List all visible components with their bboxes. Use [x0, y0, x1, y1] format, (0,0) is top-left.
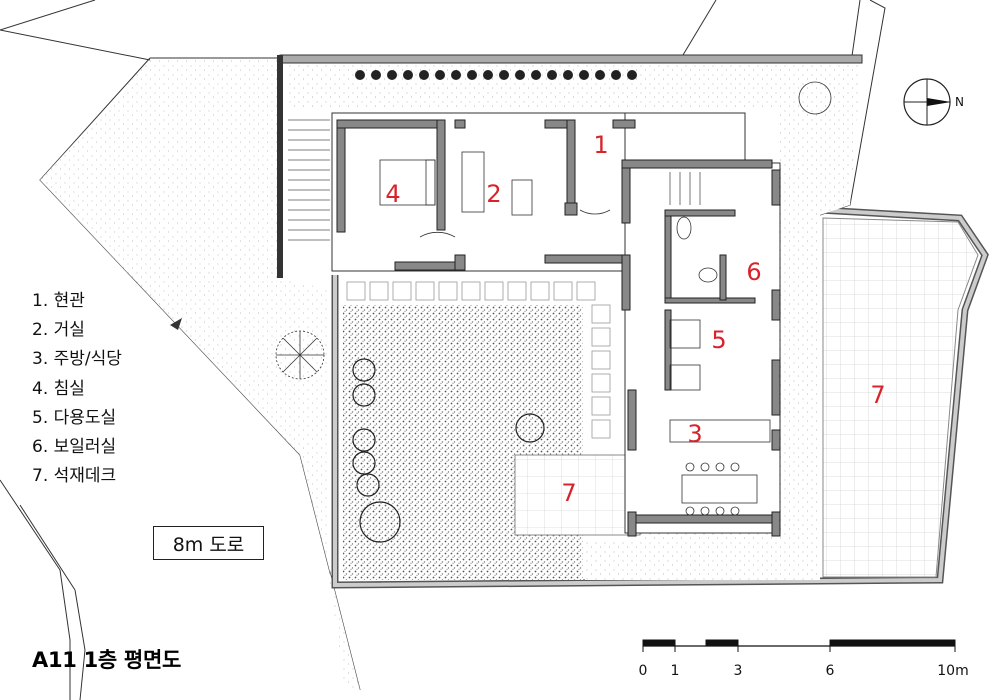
legend-item: 6. 보일러실 — [32, 437, 117, 458]
scale-tick-10: 10m — [937, 663, 968, 679]
room-number-bedroom: 4 — [385, 180, 400, 208]
scale-tick-6: 6 — [826, 663, 835, 679]
legend-item: 1. 현관 — [32, 291, 85, 311]
south-stone-deck — [514, 454, 641, 536]
courtyard-gravel — [343, 305, 583, 580]
courtyard-shrubs — [352, 358, 545, 543]
scale-tick-1: 1 — [671, 663, 680, 679]
room-legend: 1. 현관 2. 거실 3. 주방/식당 4. 침실 5. 다용도실 6. 보일… — [32, 287, 122, 491]
legend-item: 2. 거실 — [32, 320, 85, 341]
room-number-deck-east: 7 — [870, 381, 885, 409]
east-lot-ground — [585, 108, 858, 580]
room-number-deck-south: 7 — [561, 479, 576, 507]
legend-item: 5. 다용도실 — [32, 407, 117, 428]
courtyard-pavers — [346, 281, 611, 439]
room-number-utility: 5 — [711, 326, 726, 354]
hedge-row — [355, 70, 637, 80]
scale-tick-0: 0 — [639, 663, 648, 679]
house-floor — [331, 112, 781, 534]
compass-icon: N — [903, 78, 964, 126]
legend-item: 3. 주방/식당 — [32, 349, 122, 370]
scale-bar — [642, 639, 956, 652]
walls — [336, 119, 781, 537]
scale-tick-3: 3 — [734, 663, 743, 679]
east-stone-deck — [822, 217, 979, 578]
room-number-entrance: 1 — [593, 131, 608, 159]
arrow-icon — [170, 318, 182, 330]
tree-icon — [275, 81, 832, 380]
room-number-boiler: 6 — [746, 258, 761, 286]
drawing-title: A11 1층 평면도 — [32, 648, 181, 672]
room-number-living: 2 — [486, 180, 501, 208]
furniture — [379, 151, 771, 516]
room-number-kitchen: 3 — [687, 420, 702, 448]
road-label: 8m 도로 — [153, 526, 264, 560]
legend-item: 7. 석재데크 — [32, 466, 117, 487]
north-garden-strip — [288, 63, 858, 108]
stairs — [288, 119, 701, 241]
site-wall — [331, 206, 989, 589]
legend-item: 4. 침실 — [32, 378, 85, 399]
north-fence-wall — [279, 54, 863, 64]
compass-north-label: N — [955, 95, 964, 109]
